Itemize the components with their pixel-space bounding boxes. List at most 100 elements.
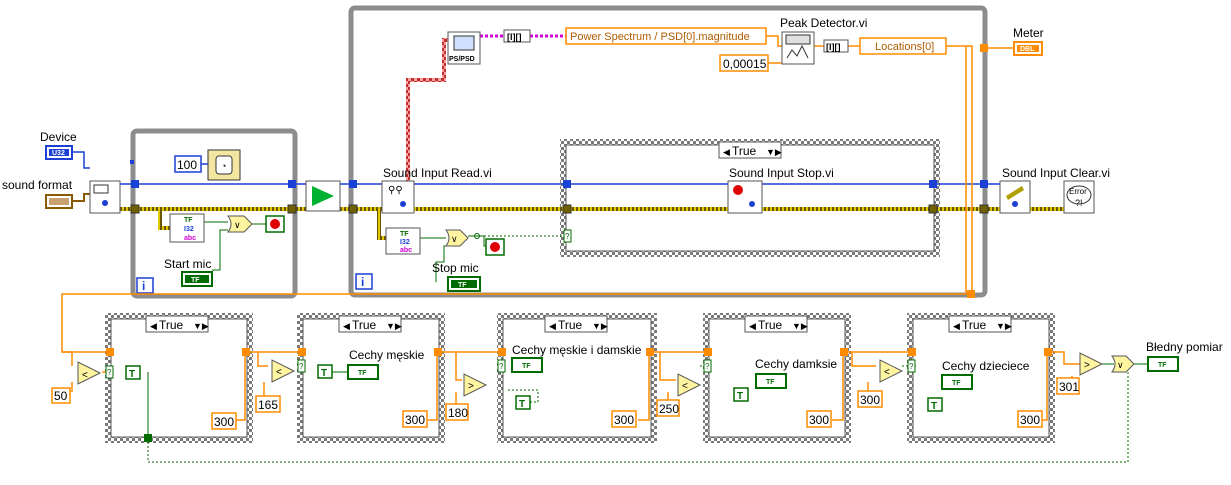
svg-text:◀: ◀ (749, 321, 756, 331)
cechy-meskie-damskie-indicator[interactable]: TF (511, 357, 543, 373)
loop-iteration-label-main: i (361, 275, 364, 289)
or-function-main[interactable]: ∨ (445, 229, 469, 247)
svg-text:▼▶: ▼▶ (386, 321, 402, 331)
bledny-pomiar-label: Błedny pomiar (1146, 340, 1223, 354)
sound-input-clear-vi[interactable] (999, 180, 1031, 214)
wire-sound-format (72, 193, 90, 202)
true-constant-3[interactable]: T (515, 395, 531, 410)
sound-input-start-vi[interactable] (305, 180, 341, 212)
device-control[interactable]: U32 (45, 145, 73, 160)
c300-constant-6[interactable]: 300 (1017, 410, 1043, 428)
wait-ms-constant[interactable]: 100 (174, 155, 202, 173)
svg-text:True: True (159, 318, 184, 332)
svg-text:TF: TF (358, 370, 367, 377)
svg-text:TF: TF (952, 380, 961, 387)
svg-text:◀: ◀ (723, 147, 730, 157)
true-constant-4[interactable]: T (733, 387, 749, 402)
locations-property[interactable]: Locations[0] (859, 37, 947, 55)
less-than-5[interactable]: < (879, 359, 904, 383)
svg-text:∨: ∨ (1117, 360, 1124, 370)
true-constant-1[interactable]: T (125, 365, 141, 380)
svg-text:0,00015: 0,00015 (723, 57, 767, 71)
sound-input-configure-vi[interactable] (89, 180, 121, 214)
c180-constant[interactable]: 180 (445, 403, 469, 421)
svg-text:300: 300 (614, 413, 634, 427)
svg-text:◀: ◀ (953, 321, 960, 331)
svg-text:165: 165 (258, 398, 278, 412)
sound-input-read-vi[interactable]: ⚲⚲ (381, 180, 415, 214)
cechy-meskie-label: Cechy męskie (349, 348, 425, 362)
svg-text:TF: TF (522, 363, 531, 370)
c300-constant-1[interactable]: 300 (211, 412, 237, 430)
svg-text:TF: TF (766, 379, 775, 386)
svg-text:T: T (519, 399, 525, 410)
or-function-final[interactable]: ∨ (1111, 355, 1135, 373)
cechy-meskie-indicator[interactable]: TF (347, 364, 379, 380)
stop-condition-start[interactable] (265, 215, 285, 233)
cechy-dzieciece-indicator[interactable]: TF (941, 374, 973, 390)
c300-constant-2[interactable]: 300 (402, 410, 428, 428)
svg-text:True: True (962, 318, 987, 332)
svg-text:?!: ?! (1075, 198, 1083, 208)
c165-constant[interactable]: 165 (255, 395, 281, 413)
while-loop-main[interactable] (348, 5, 988, 298)
case-selector-top[interactable]: ◀ True ▼▶ (718, 141, 782, 159)
cechy-damksie-indicator[interactable]: TF (755, 373, 787, 389)
svg-text:301: 301 (1059, 380, 1079, 394)
svg-text:PS/PSD: PS/PSD (449, 56, 475, 63)
c300-constant-5[interactable]: 300 (857, 390, 883, 408)
tunnels (106, 44, 1052, 442)
true-constant-2[interactable]: T (317, 364, 333, 379)
svg-text:◀: ◀ (549, 321, 556, 331)
c50-constant[interactable]: 50 (51, 387, 71, 404)
svg-text:300: 300 (405, 413, 425, 427)
threshold-constant[interactable]: 0,00015 (719, 54, 769, 72)
less-than-2[interactable]: < (271, 359, 296, 383)
device-label: Device (40, 130, 77, 144)
svg-text:<: < (82, 370, 88, 381)
unbundle-error-status-main[interactable]: TF I32 abc (385, 227, 421, 255)
svg-text:True: True (352, 318, 377, 332)
unbundle-error-status[interactable]: TF I32 abc (169, 213, 205, 243)
svg-text:?: ? (299, 362, 304, 371)
svg-text:?: ? (565, 232, 570, 241)
c300-constant-4[interactable]: 300 (806, 410, 832, 428)
peak-detector-vi[interactable] (781, 31, 815, 65)
or-function-start[interactable]: ∨ (227, 215, 253, 233)
c250-constant[interactable]: 250 (656, 399, 680, 417)
svg-text:50: 50 (54, 389, 68, 403)
svg-text:◀: ◀ (150, 321, 157, 331)
svg-text:U32: U32 (52, 150, 65, 157)
c300-constant-3[interactable]: 300 (611, 410, 637, 428)
loop-iteration-terminal (136, 277, 154, 294)
svg-text:T: T (737, 391, 743, 402)
peak-detector-label: Peak Detector.vi (780, 16, 867, 30)
svg-text:300: 300 (860, 393, 880, 407)
c301-constant[interactable]: 301 (1056, 377, 1080, 395)
sound-input-stop-vi[interactable] (727, 180, 763, 214)
svg-text:TF: TF (184, 217, 193, 224)
stop-condition-main[interactable] (485, 238, 505, 256)
index-array-2[interactable]: [I][] (823, 39, 849, 53)
ps-psd-vi[interactable]: PS/PSD (447, 31, 481, 65)
index-array-1[interactable]: [I][] (503, 29, 531, 43)
meter-indicator[interactable]: DBL (1013, 41, 1043, 56)
power-spectrum-property[interactable]: Power Spectrum / PSD[0].magnitude (565, 27, 767, 45)
svg-text:TF: TF (1158, 362, 1167, 369)
svg-text:Error: Error (1069, 187, 1087, 196)
start-mic-control[interactable]: TF (181, 271, 213, 287)
sound-format-control[interactable] (45, 194, 73, 209)
svg-text:▼▶: ▼▶ (193, 321, 209, 331)
sound-input-stop-label: Sound Input Stop.vi (729, 166, 834, 180)
greater-than-3[interactable]: > (463, 373, 488, 397)
cechy-damksie-label: Cechy damksie (755, 357, 837, 371)
less-than-1[interactable]: < (77, 361, 102, 385)
bledny-pomiar-indicator[interactable]: TF (1147, 356, 1179, 372)
less-than-4[interactable]: < (677, 373, 702, 397)
greater-than-6[interactable]: > (1079, 352, 1104, 376)
simple-error-handler[interactable]: Error ?! (1063, 180, 1095, 214)
wait-ms-function[interactable]: ◔ (207, 149, 241, 181)
stop-mic-control[interactable]: TF (447, 276, 481, 292)
true-constant-5[interactable]: T (927, 397, 943, 412)
svg-text:Power Spectrum / PSD[0].magnit: Power Spectrum / PSD[0].magnitude (570, 31, 750, 43)
